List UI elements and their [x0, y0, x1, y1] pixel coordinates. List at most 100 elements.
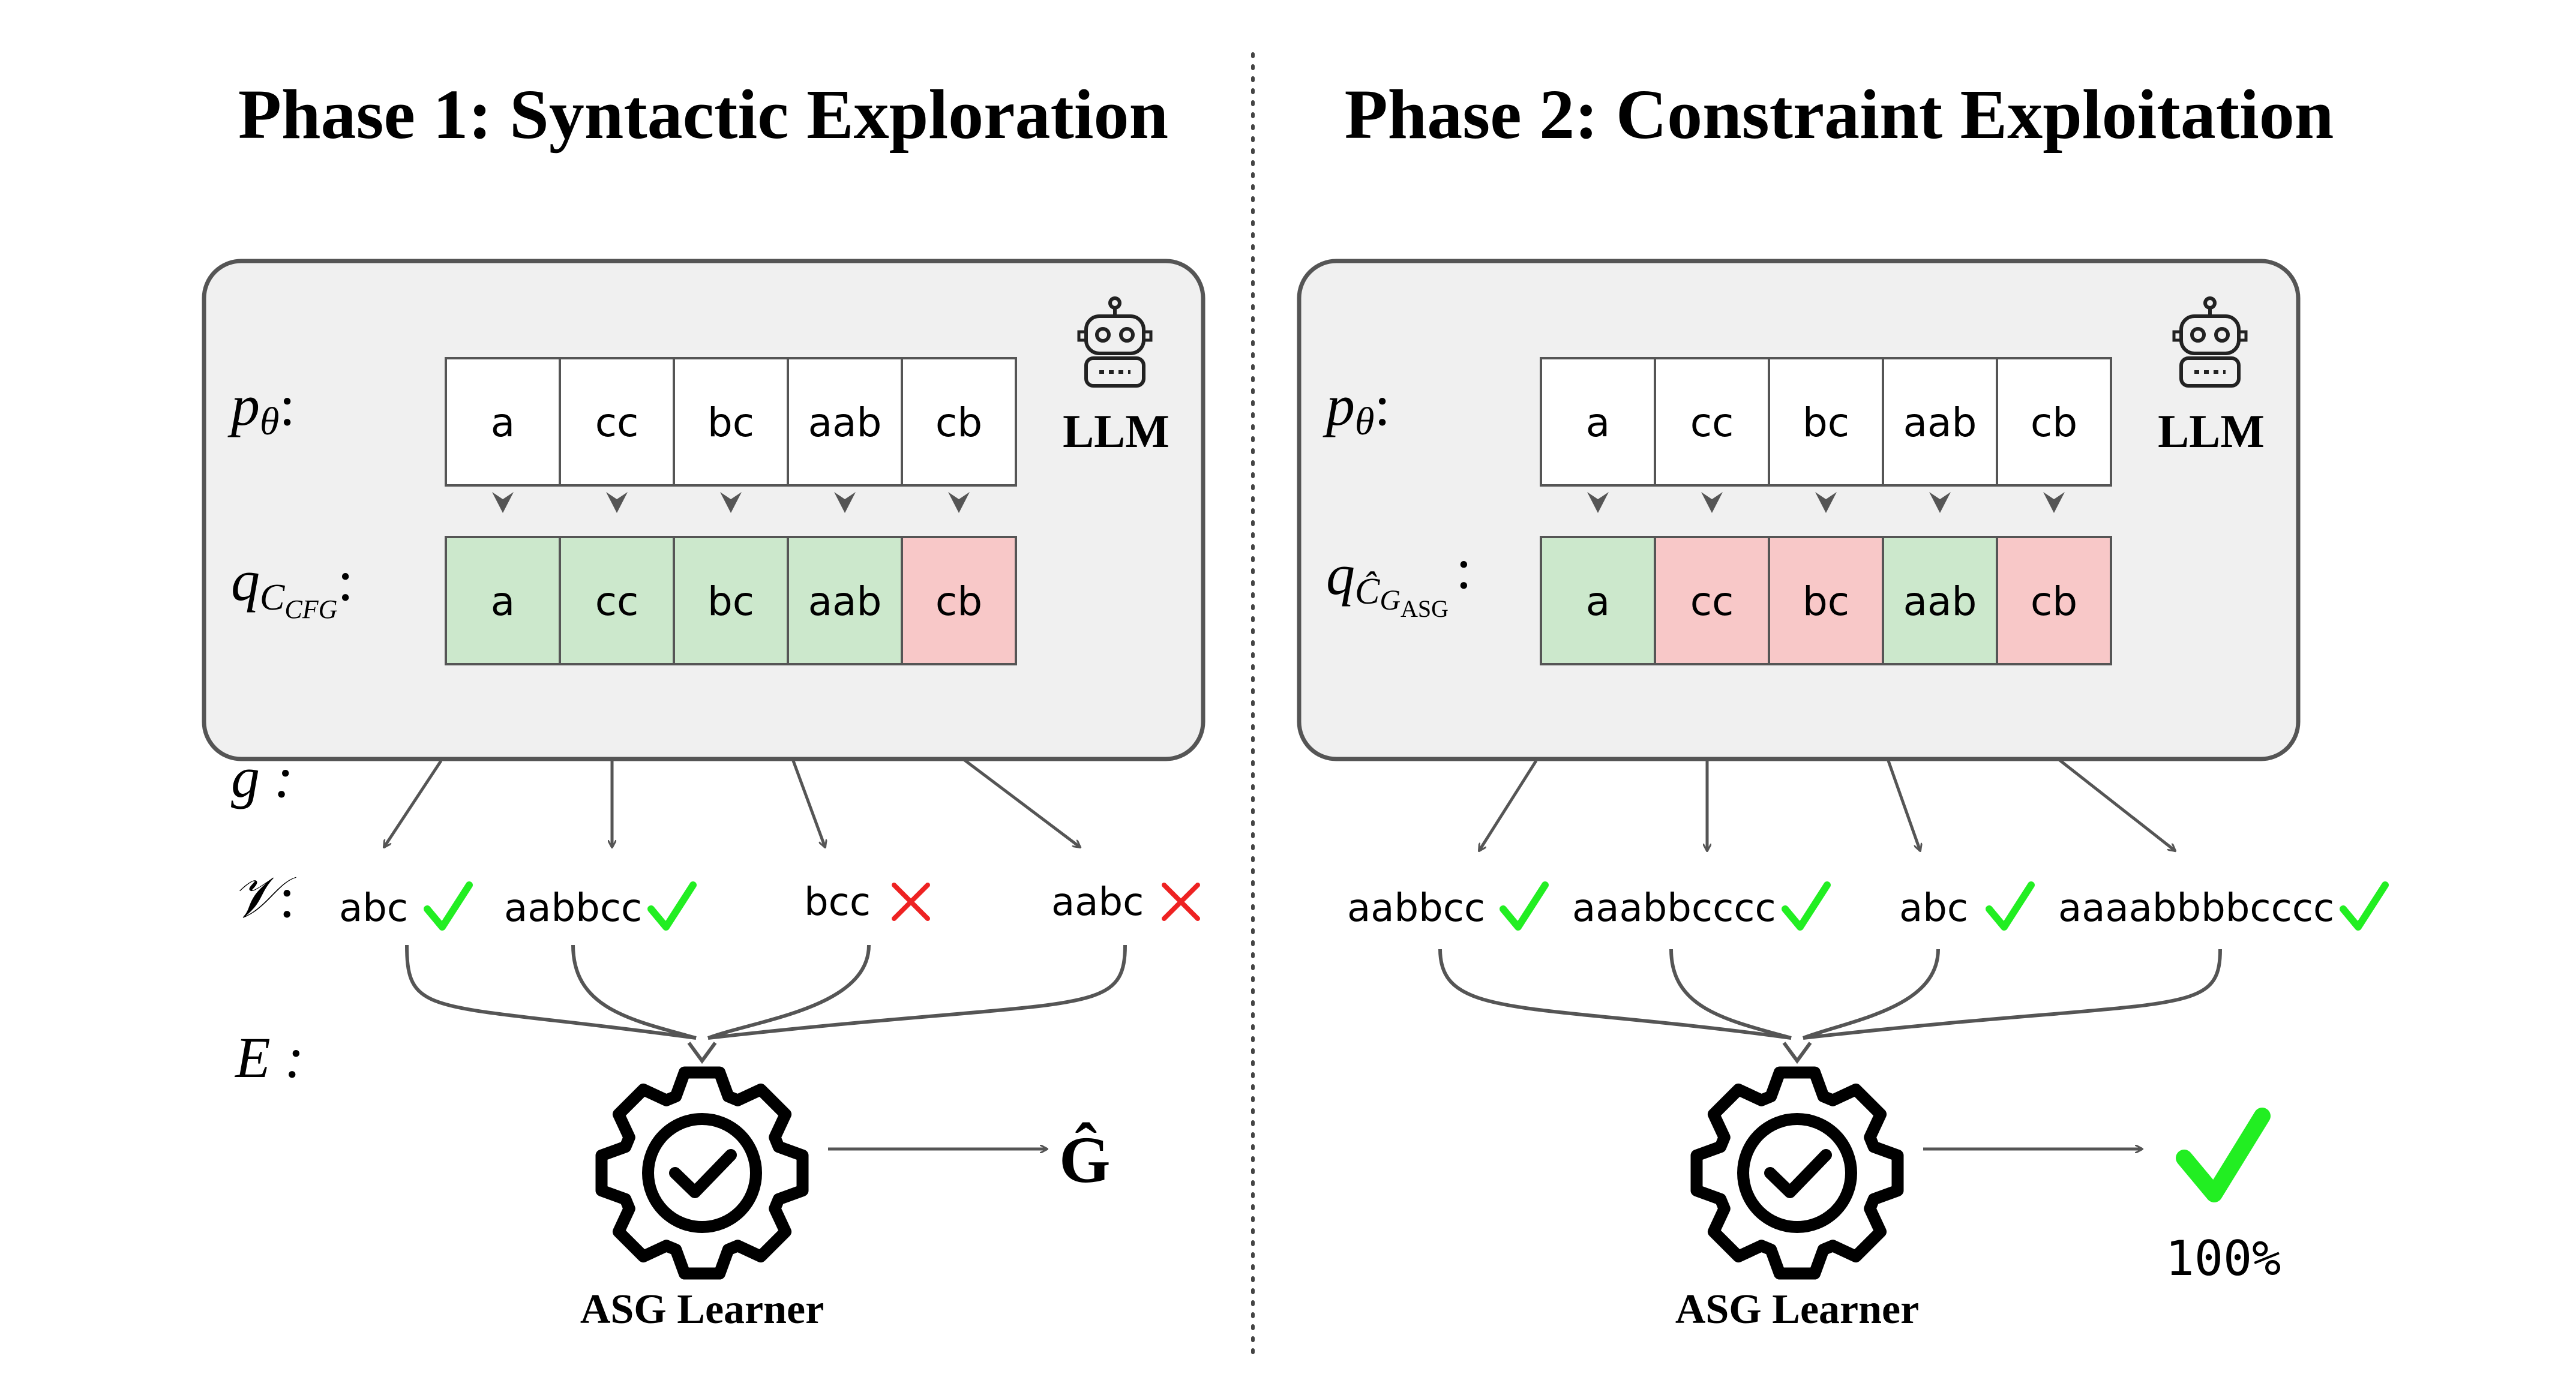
phase1-llm-panel: [202, 259, 1205, 761]
sample-item: aabbcc: [1347, 881, 1549, 931]
q-subsub: CFG: [284, 595, 337, 624]
colon: :: [279, 373, 295, 437]
colon: :: [279, 865, 295, 929]
token-text: cb: [2031, 578, 2077, 625]
phase2-sample-arrow-1: [1479, 760, 1538, 851]
check-icon: [647, 881, 697, 931]
cross-icon: [1162, 883, 1200, 921]
phase1: Phase 1: Syntactic Exploration LLM pθ: q…: [202, 75, 1205, 1333]
colon: :: [1374, 373, 1390, 437]
sample-item: aabc: [1051, 880, 1200, 925]
phase2-sample-arrow-4: [2057, 758, 2175, 851]
down-arrow-icon: [1815, 492, 1837, 513]
sample-text: aabc: [1051, 880, 1144, 925]
token-cell: aab: [1882, 357, 1998, 487]
token-cell: aab: [1882, 536, 1998, 665]
token-cell: cb: [901, 357, 1017, 487]
token-box: [1882, 357, 1998, 487]
p-symbol: p: [227, 373, 260, 437]
down-arrow-icon: [720, 492, 742, 513]
token-cell: bc: [673, 357, 789, 487]
check-icon: [2340, 881, 2389, 931]
down-arrow-icon: [948, 492, 970, 513]
token-cell: cc: [1654, 357, 1770, 487]
robot-icon: [1077, 296, 1153, 388]
token-text: a: [1586, 400, 1610, 446]
phase1-sample-arrow-3: [791, 760, 825, 847]
token-text: cb: [935, 400, 982, 446]
token-box: [1540, 357, 1656, 487]
down-arrow-icon: [1587, 492, 1609, 513]
phase1-merge-brace: [405, 944, 1127, 1064]
token-text: cb: [2031, 400, 2077, 446]
token-cell: a: [1540, 536, 1656, 665]
sample-item: aabbcc: [504, 881, 697, 931]
token-box: [445, 536, 561, 665]
sample-text: aabbcc: [504, 886, 642, 931]
robot-icon: [2172, 296, 2248, 388]
token-text: aab: [808, 400, 882, 446]
token-box: [673, 357, 789, 487]
token-box: [1654, 357, 1770, 487]
token-box: [901, 357, 1017, 487]
phase1-title: Phase 1: Syntactic Exploration: [238, 75, 1168, 154]
token-box: [1882, 536, 1998, 665]
phase2: Phase 2: Constraint Exploitation LLM pθ:…: [1297, 75, 2389, 1333]
theta-subscript: θ: [1355, 400, 1374, 443]
colon: :: [337, 548, 353, 613]
token-box: [559, 536, 675, 665]
token-box: [559, 357, 675, 487]
token-text: cc: [595, 400, 639, 446]
theta-subscript: θ: [260, 400, 279, 443]
token-text: aab: [1903, 400, 1977, 446]
token-text: bc: [1803, 400, 1849, 446]
token-box: [1768, 357, 1884, 487]
down-arrow-icon: [1929, 492, 1951, 513]
sample-text: aaabbcccc: [1572, 886, 1776, 931]
token-text: aab: [1903, 578, 1977, 625]
token-text: bc: [707, 400, 754, 446]
token-cell: cc: [559, 536, 675, 665]
token-box: [1996, 357, 2112, 487]
phase2-sample-arrow-3: [1887, 760, 1920, 851]
token-text: cc: [1690, 578, 1734, 625]
phase2-result-accuracy: 100%: [2166, 1231, 2281, 1286]
token-box: [673, 536, 789, 665]
sample-text: abc: [1899, 886, 1968, 931]
check-icon: [424, 881, 473, 931]
big-check-icon: [2176, 1108, 2271, 1202]
token-cell: aab: [787, 357, 903, 487]
token-box: [1768, 536, 1884, 665]
token-cell: cc: [1654, 536, 1770, 665]
token-cell: cb: [901, 536, 1017, 665]
q-subsubsub: ASG: [1401, 595, 1449, 622]
token-text: a: [491, 400, 515, 446]
down-arrow-icon: [606, 492, 628, 513]
phase1-sample-arrow-4: [962, 758, 1080, 847]
phase2-title: Phase 2: Constraint Exploitation: [1345, 75, 2334, 154]
token-text: cc: [1690, 400, 1734, 446]
q-sub: C: [260, 577, 285, 618]
phase1-q-label: qCCFG:: [231, 548, 353, 624]
phase2-learner-label: ASG Learner: [1675, 1286, 1919, 1333]
sample-item: abc: [1899, 881, 2035, 931]
phase1-p-theta-label: pθ:: [227, 373, 295, 443]
token-cell: a: [445, 536, 561, 665]
token-cell: a: [1540, 357, 1656, 487]
q-symbol: q: [231, 548, 260, 613]
phase2-llm-panel: [1297, 259, 2301, 761]
sample-item: abc: [339, 881, 473, 931]
sample-item: aaabbcccc: [1572, 881, 1831, 931]
cross-icon: [892, 883, 930, 921]
phase2-llm-label: LLM: [2158, 405, 2265, 457]
phase1-output-grammar: Ĝ: [1059, 1122, 1111, 1196]
q-sub: Ĉ: [1355, 571, 1380, 612]
sample-text: aabbcc: [1347, 886, 1485, 931]
token-cell: bc: [1768, 536, 1884, 665]
down-arrow-icon: [1701, 492, 1723, 513]
